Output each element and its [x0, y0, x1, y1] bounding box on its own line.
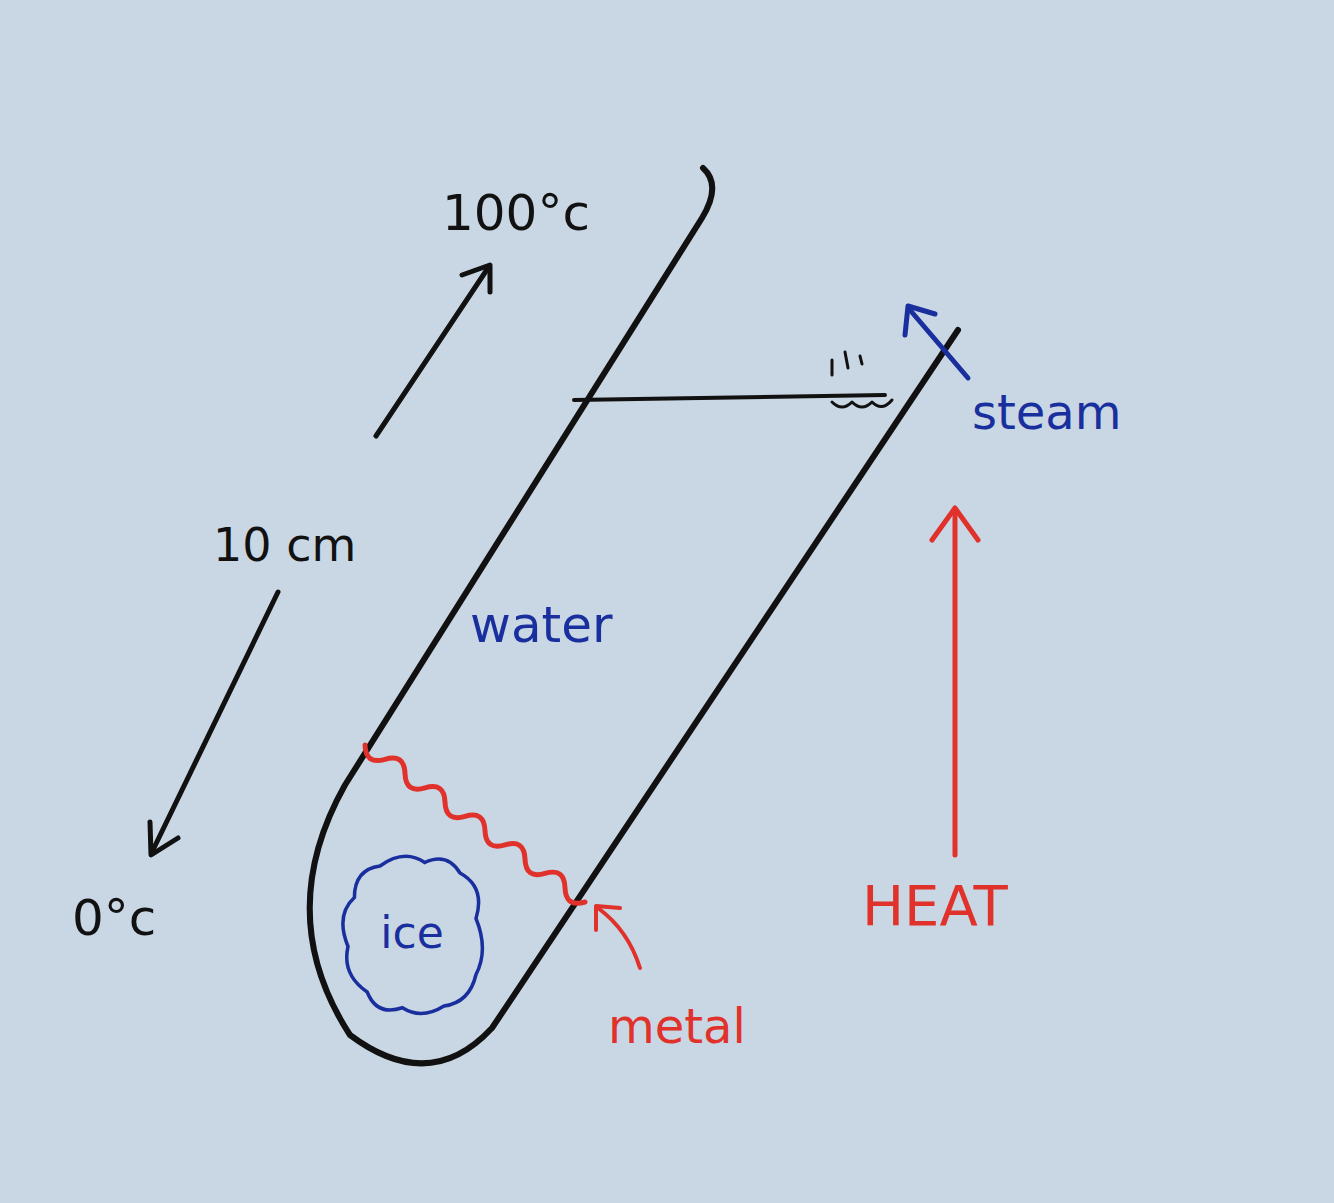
substance-label: water — [470, 600, 612, 650]
dimension-label: 10 cm — [213, 522, 356, 568]
node-text: ice — [380, 907, 444, 958]
arrow-head — [905, 306, 935, 335]
steam-arrow — [910, 310, 968, 378]
dimension-arrow — [376, 268, 488, 436]
metal-wire — [365, 745, 585, 903]
arrow-head — [932, 508, 978, 540]
material-label: metal — [608, 1002, 746, 1050]
heat-arrow — [953, 510, 958, 855]
boiling-marks — [832, 352, 862, 375]
test-tube — [310, 168, 958, 1063]
substance-label: steam — [972, 388, 1122, 436]
metal-leader — [598, 908, 640, 968]
arrow-head — [462, 265, 490, 292]
dimension-arrow — [152, 592, 278, 852]
arrow-head — [596, 906, 620, 930]
heat-label: HEAT — [862, 878, 1008, 934]
ice-blob: ice — [332, 845, 492, 1020]
temperature-label: 100°c — [442, 188, 590, 238]
arrow-head — [150, 822, 178, 855]
bubbles — [832, 400, 892, 407]
water-level — [574, 395, 885, 400]
temperature-label: 0°c — [72, 893, 156, 943]
